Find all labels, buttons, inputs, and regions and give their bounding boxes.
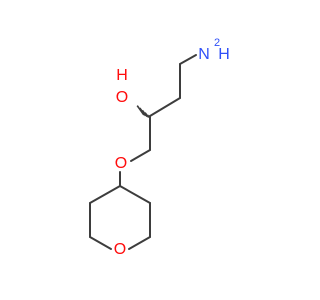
- bond-ring-c9-c5: [89, 185, 121, 204]
- bonds: [89, 54, 197, 250]
- bond-ring-o-c8: [89, 236, 112, 250]
- ether-o-label: O: [115, 155, 127, 172]
- hash-5: [136, 105, 145, 116]
- bond-n-c1: [179, 54, 197, 65]
- bond-ring-c7-o: [128, 236, 151, 250]
- amine-n-label: N: [198, 46, 210, 63]
- hydroxyl-h-label: H: [116, 67, 128, 84]
- stereo-hash-bond: [136, 105, 151, 119]
- amine-h-count: 2: [214, 37, 220, 49]
- amine-h-label: H: [218, 46, 230, 63]
- bond-c4-o-ether: [130, 149, 151, 162]
- hydroxyl-o-label: O: [116, 89, 128, 106]
- bond-c2-c3: [149, 97, 181, 117]
- atom-labels: N H 2 H O O O: [114, 37, 230, 258]
- bond-ring-c5-c6: [119, 185, 151, 204]
- molecule-diagram: N H 2 H O O O: [89, 36, 230, 259]
- ring-o-label: O: [114, 241, 126, 258]
